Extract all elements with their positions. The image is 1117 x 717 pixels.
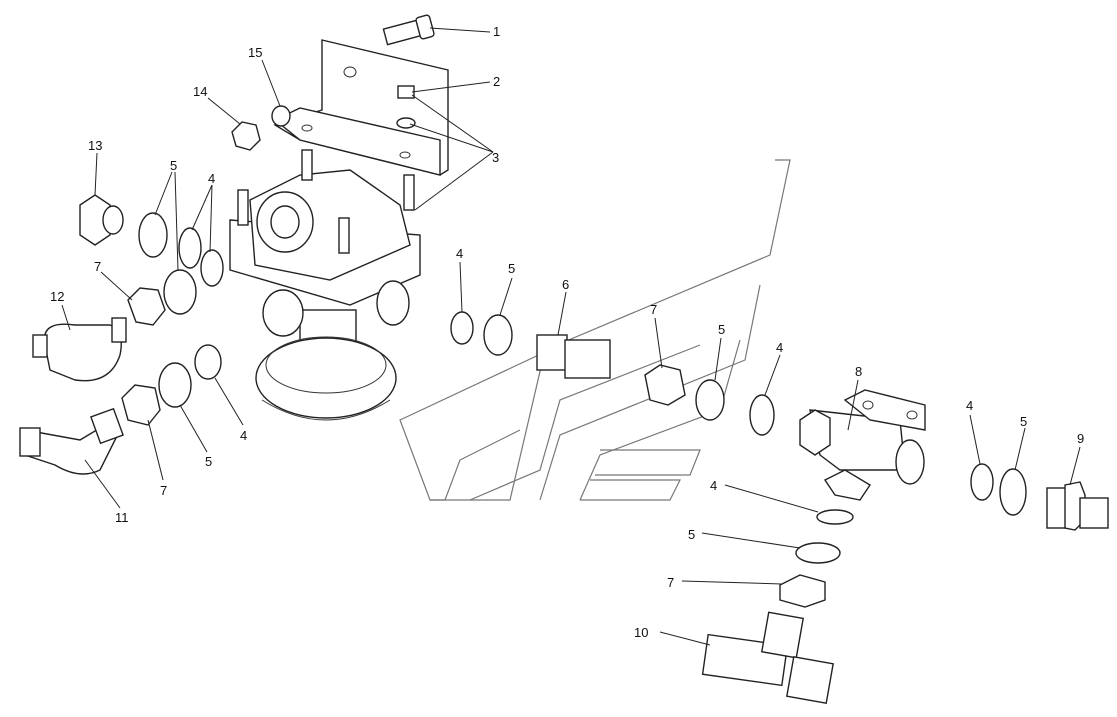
nut-7 (127, 287, 166, 326)
nut-7 (644, 364, 686, 406)
callout-4: 4 (966, 398, 973, 413)
o-ring (200, 249, 224, 287)
fitting-13 (79, 194, 124, 246)
mounting-bracket (273, 39, 449, 176)
o-ring (178, 227, 202, 269)
callout-4: 4 (208, 171, 215, 186)
washer-15 (271, 105, 291, 127)
seal-ring (163, 269, 197, 315)
callout-4: 4 (456, 246, 463, 261)
bolt (382, 14, 435, 46)
seal-ring (138, 212, 168, 258)
callout-6: 6 (562, 277, 569, 292)
nut-7 (779, 574, 826, 608)
seal-ring (999, 468, 1027, 516)
leader-lines (61, 27, 1081, 646)
fitting-9 (1046, 481, 1109, 531)
o-ring (749, 394, 775, 436)
seal-ring (483, 314, 513, 356)
nut (397, 85, 415, 99)
nut-7 (121, 384, 161, 426)
callout-3: 3 (492, 150, 499, 165)
seal-ring (158, 362, 192, 408)
callout-5: 5 (688, 527, 695, 542)
seal-ring (695, 379, 725, 421)
callout-13: 13 (88, 138, 102, 153)
callout-11: 11 (115, 510, 129, 525)
callout-5: 5 (718, 322, 725, 337)
callout-9: 9 (1077, 431, 1084, 446)
callout-5: 5 (205, 454, 212, 469)
o-ring (194, 344, 222, 380)
valve-body (229, 149, 421, 421)
tee-fitting-10 (701, 611, 834, 704)
callout-5: 5 (1020, 414, 1027, 429)
callout-7: 7 (667, 575, 674, 590)
callout-7: 7 (650, 302, 657, 317)
washer (396, 117, 416, 129)
callout-4: 4 (776, 340, 783, 355)
callout-15: 15 (248, 45, 262, 60)
callout-14: 14 (193, 84, 207, 99)
callout-5: 5 (170, 158, 177, 173)
seal-ring (795, 542, 841, 564)
callout-7: 7 (160, 483, 167, 498)
callout-10: 10 (634, 625, 648, 640)
tee-fitting-8 (799, 389, 926, 501)
elbow-12 (32, 317, 127, 382)
callout-4: 4 (710, 478, 717, 493)
o-ring (816, 509, 854, 525)
elbow-11 (19, 407, 124, 475)
callout-5: 5 (508, 261, 515, 276)
callout-2: 2 (493, 74, 500, 89)
callout-labels: 1 2 3 4 4 4 4 4 4 5 5 5 5 5 5 6 7 7 7 7 … (50, 24, 1084, 640)
callout-8: 8 (855, 364, 862, 379)
nut-14 (231, 121, 261, 151)
callout-7: 7 (94, 259, 101, 274)
union-6 (536, 334, 611, 379)
watermark-logo (399, 159, 791, 501)
o-ring (970, 463, 994, 501)
callout-4: 4 (240, 428, 247, 443)
o-ring (450, 311, 474, 345)
callout-1: 1 (493, 24, 500, 39)
callout-12: 12 (50, 289, 64, 304)
